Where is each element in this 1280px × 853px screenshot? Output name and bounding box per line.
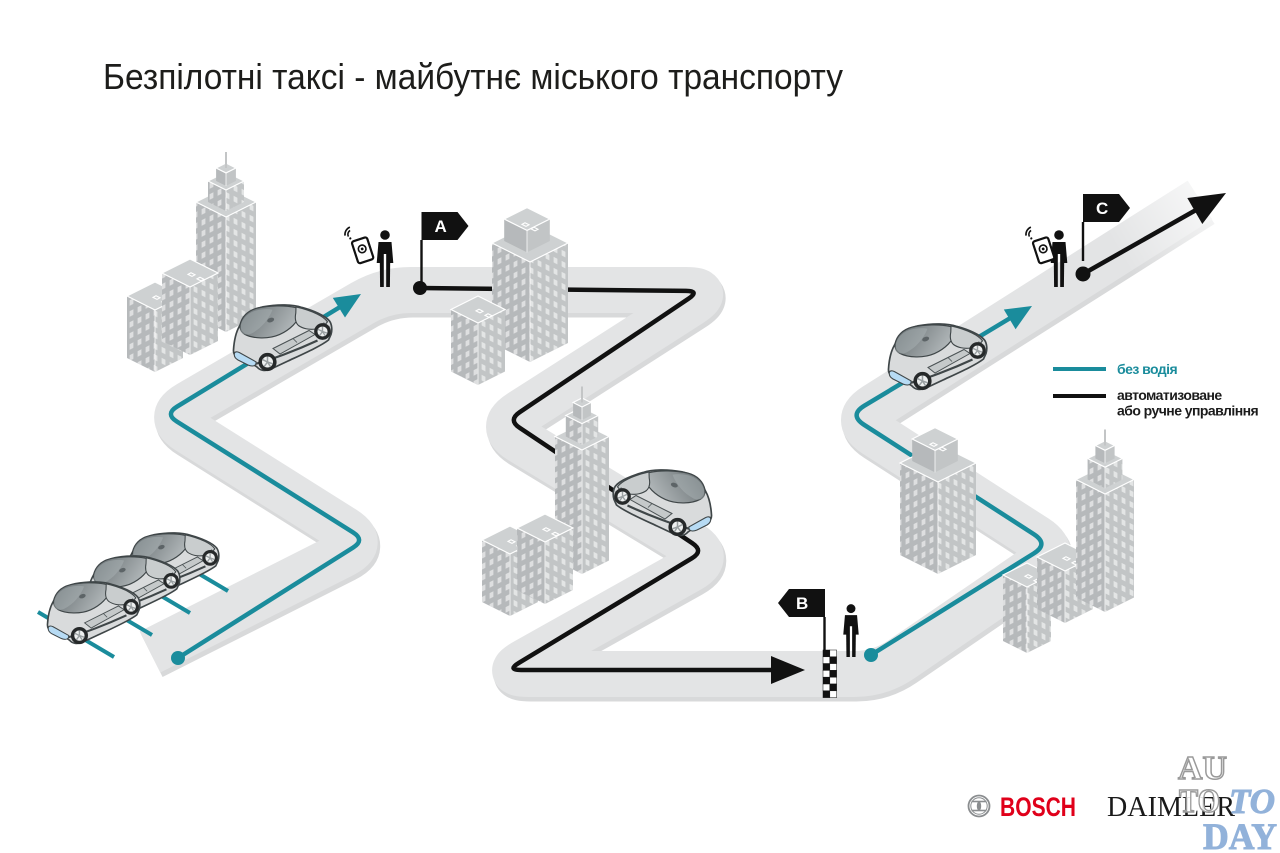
svg-text:Безпілотні таксі - майбутнє мі: Безпілотні таксі - майбутнє міського тра… bbox=[103, 56, 843, 97]
svg-text:B: B bbox=[796, 594, 808, 613]
svg-text:C: C bbox=[1096, 199, 1108, 218]
svg-text:DAIMLER: DAIMLER bbox=[1107, 792, 1235, 823]
svg-text:без водія: без водія bbox=[1117, 361, 1177, 377]
svg-text:AU: AU bbox=[1178, 750, 1227, 787]
svg-text:DAY: DAY bbox=[1203, 817, 1277, 853]
svg-text:BOSCH: BOSCH bbox=[1000, 792, 1076, 822]
svg-text:TO: TO bbox=[1229, 782, 1275, 821]
svg-text:автоматизоване: автоматизоване bbox=[1117, 387, 1222, 403]
svg-text:або ручне управління: або ручне управління bbox=[1117, 403, 1259, 419]
svg-text:A: A bbox=[435, 217, 447, 236]
svg-text:TO: TO bbox=[1179, 783, 1220, 820]
